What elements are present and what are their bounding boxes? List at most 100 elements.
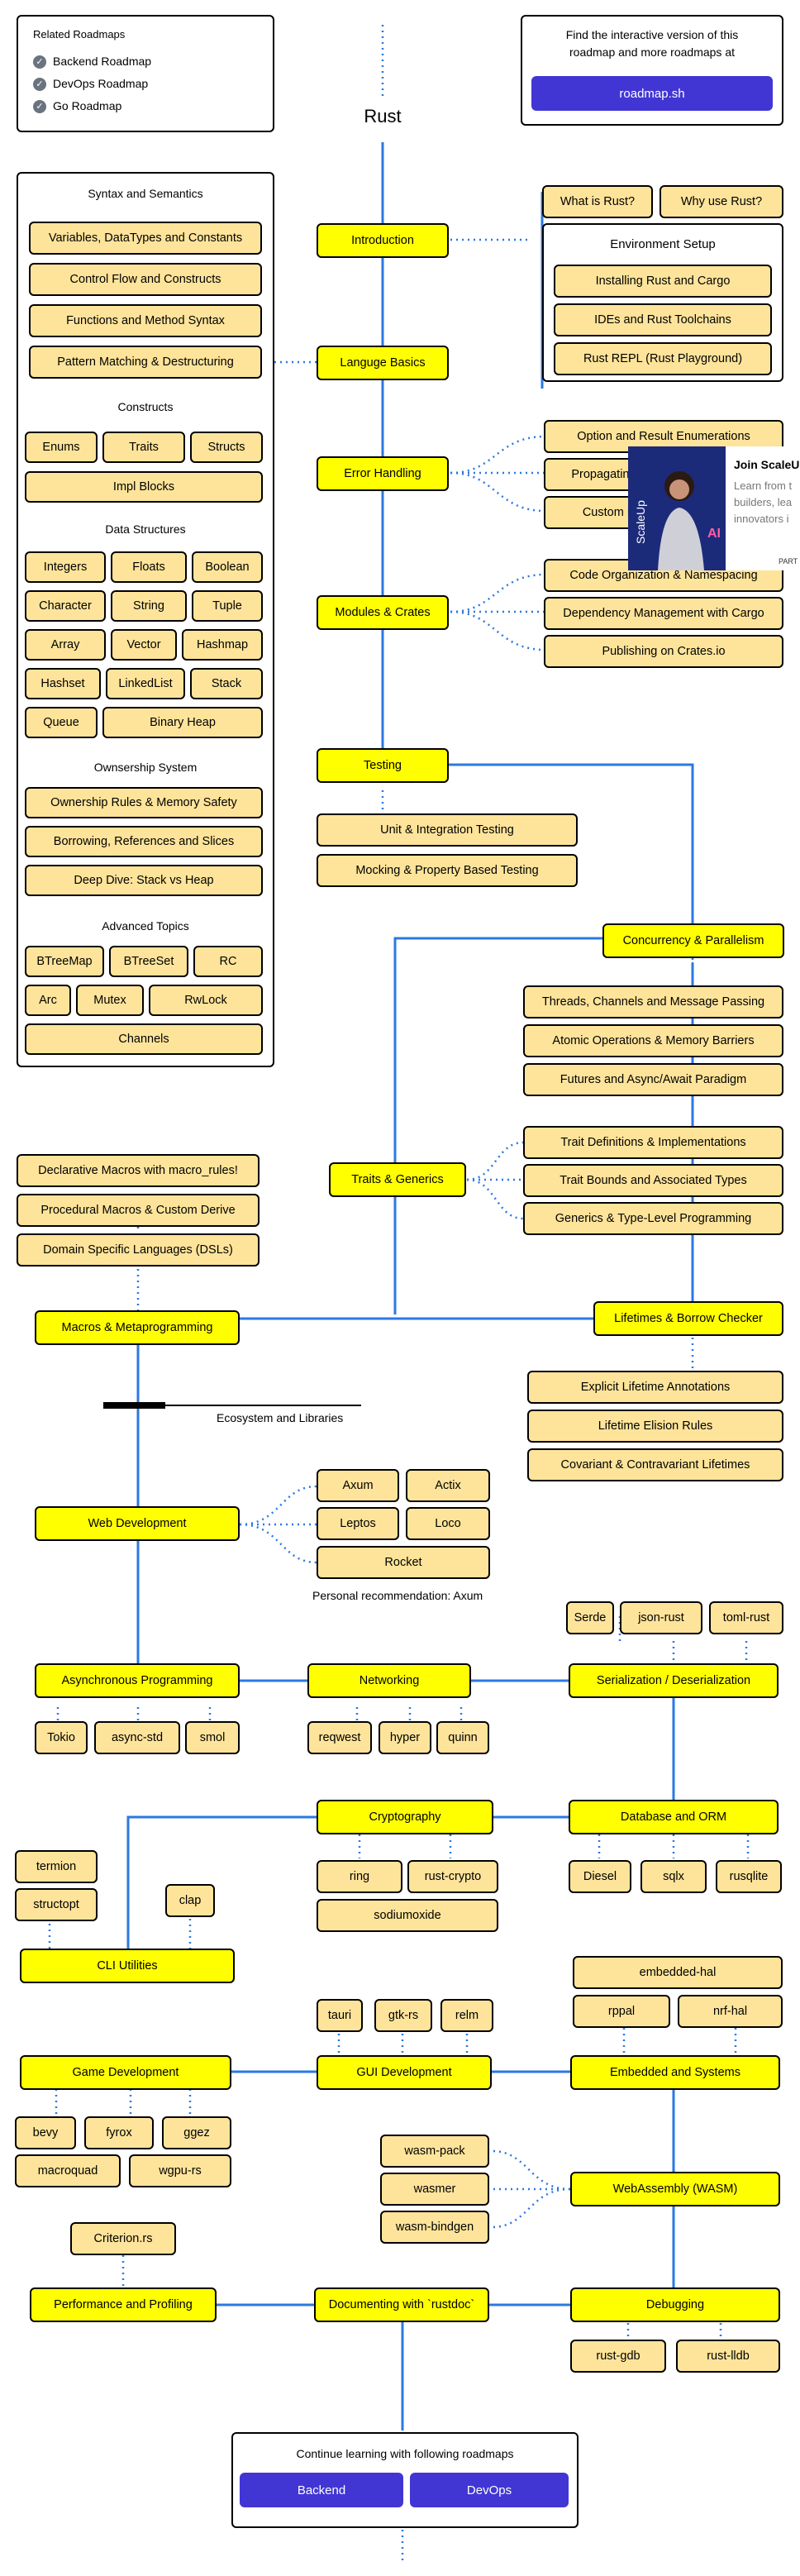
node-trait-bounds[interactable]: Trait Bounds and Associated Types — [523, 1164, 783, 1197]
node-unit-testing[interactable]: Unit & Integration Testing — [317, 813, 578, 847]
node-toml-rust[interactable]: toml-rust — [709, 1601, 783, 1634]
node-wasm-bindgen[interactable]: wasm-bindgen — [380, 2211, 489, 2244]
node-enums[interactable]: Enums — [25, 432, 98, 463]
node-fyrox[interactable]: fyrox — [84, 2116, 154, 2149]
node-rc[interactable]: RC — [193, 946, 263, 977]
node-actix[interactable]: Actix — [406, 1469, 490, 1502]
node-embedded-hal[interactable]: embedded-hal — [573, 1956, 783, 1989]
node-why-use-rust[interactable]: Why use Rust? — [660, 185, 783, 218]
related-roadmap-go[interactable]: ✓Go Roadmap — [33, 99, 121, 114]
node-macroquad[interactable]: macroquad — [15, 2154, 121, 2187]
node-gui-development[interactable]: GUI Development — [317, 2055, 492, 2090]
node-leptos[interactable]: Leptos — [317, 1507, 399, 1540]
node-structs[interactable]: Structs — [190, 432, 263, 463]
node-quinn[interactable]: quinn — [436, 1721, 489, 1754]
node-bevy[interactable]: bevy — [15, 2116, 76, 2149]
node-arc[interactable]: Arc — [25, 985, 71, 1016]
node-rust-crypto[interactable]: rust-crypto — [407, 1860, 498, 1893]
node-binary-heap[interactable]: Binary Heap — [102, 707, 263, 738]
node-tokio[interactable]: Tokio — [35, 1721, 88, 1754]
node-debugging[interactable]: Debugging — [570, 2287, 780, 2322]
node-hyper[interactable]: hyper — [379, 1721, 431, 1754]
node-serialization[interactable]: Serialization / Deserialization — [569, 1663, 779, 1698]
node-threads-channels[interactable]: Threads, Channels and Message Passing — [523, 985, 783, 1018]
node-gtk-rs[interactable]: gtk-rs — [374, 1999, 432, 2032]
node-embedded-systems[interactable]: Embedded and Systems — [570, 2055, 780, 2090]
node-hashmap[interactable]: Hashmap — [182, 629, 263, 661]
node-web-development[interactable]: Web Development — [35, 1506, 240, 1541]
node-control-flow[interactable]: Control Flow and Constructs — [29, 263, 262, 296]
node-installing-rust[interactable]: Installing Rust and Cargo — [554, 265, 772, 298]
node-smol[interactable]: smol — [185, 1721, 240, 1754]
node-macros[interactable]: Macros & Metaprogramming — [35, 1310, 240, 1345]
node-error-handling[interactable]: Error Handling — [317, 456, 449, 491]
node-string[interactable]: String — [111, 590, 187, 622]
node-structopt[interactable]: structopt — [15, 1888, 98, 1921]
node-json-rust[interactable]: json-rust — [620, 1601, 702, 1634]
node-rusqlite[interactable]: rusqlite — [716, 1860, 782, 1893]
node-nrf-hal[interactable]: nrf-hal — [678, 1995, 783, 2028]
node-ownership-rules[interactable]: Ownership Rules & Memory Safety — [25, 787, 263, 818]
node-impl-blocks[interactable]: Impl Blocks — [25, 471, 263, 503]
node-sqlx[interactable]: sqlx — [640, 1860, 707, 1893]
node-mocking[interactable]: Mocking & Property Based Testing — [317, 854, 578, 887]
node-linkedlist[interactable]: LinkedList — [106, 668, 185, 699]
node-rust-repl[interactable]: Rust REPL (Rust Playground) — [554, 342, 772, 375]
node-stack-vs-heap[interactable]: Deep Dive: Stack vs Heap — [25, 865, 263, 896]
node-relm[interactable]: relm — [440, 1999, 493, 2032]
node-rppal[interactable]: rppal — [573, 1995, 670, 2028]
node-lifetimes[interactable]: Lifetimes & Borrow Checker — [593, 1301, 783, 1336]
node-functions[interactable]: Functions and Method Syntax — [29, 304, 262, 337]
node-lifetime-elision[interactable]: Lifetime Elision Rules — [527, 1410, 783, 1443]
related-roadmap-devops[interactable]: ✓DevOps Roadmap — [33, 77, 148, 92]
node-clap[interactable]: clap — [165, 1884, 215, 1917]
node-wasm-pack[interactable]: wasm-pack — [380, 2135, 489, 2168]
node-introduction[interactable]: Introduction — [317, 223, 449, 258]
node-criterion[interactable]: Criterion.rs — [70, 2222, 176, 2255]
node-diesel[interactable]: Diesel — [569, 1860, 631, 1893]
node-procedural-macros[interactable]: Procedural Macros & Custom Derive — [17, 1194, 260, 1227]
node-traits[interactable]: Traits — [102, 432, 185, 463]
node-mutex[interactable]: Mutex — [76, 985, 144, 1016]
node-rust-lldb[interactable]: rust-lldb — [676, 2340, 780, 2373]
node-ides[interactable]: IDEs and Rust Toolchains — [554, 303, 772, 336]
node-generics[interactable]: Generics & Type-Level Programming — [523, 1202, 783, 1235]
node-trait-definitions[interactable]: Trait Definitions & Implementations — [523, 1126, 783, 1159]
node-wasmer[interactable]: wasmer — [380, 2173, 489, 2206]
node-dependency-management[interactable]: Dependency Management with Cargo — [544, 597, 783, 630]
node-async-programming[interactable]: Asynchronous Programming — [35, 1663, 240, 1698]
node-pattern-matching[interactable]: Pattern Matching & Destructuring — [29, 346, 262, 379]
node-wgpu-rs[interactable]: wgpu-rs — [129, 2154, 231, 2187]
node-async-std[interactable]: async-std — [94, 1721, 180, 1754]
node-rocket[interactable]: Rocket — [317, 1546, 490, 1579]
node-tuple[interactable]: Tuple — [192, 590, 263, 622]
node-btreeset[interactable]: BTreeSet — [109, 946, 188, 977]
node-performance-profiling[interactable]: Performance and Profiling — [30, 2287, 217, 2322]
node-documenting-rustdoc[interactable]: Documenting with `rustdoc` — [314, 2287, 489, 2322]
node-publishing-crates[interactable]: Publishing on Crates.io — [544, 635, 783, 668]
roadmap-sh-button[interactable]: roadmap.sh — [531, 76, 773, 111]
node-floats[interactable]: Floats — [111, 551, 187, 583]
node-dsls[interactable]: Domain Specific Languages (DSLs) — [17, 1233, 260, 1267]
node-serde[interactable]: Serde — [566, 1601, 614, 1634]
node-tauri[interactable]: tauri — [317, 1999, 363, 2032]
node-cryptography[interactable]: Cryptography — [317, 1800, 493, 1834]
node-ring[interactable]: ring — [317, 1860, 402, 1893]
node-integers[interactable]: Integers — [25, 551, 106, 583]
node-boolean[interactable]: Boolean — [192, 551, 263, 583]
node-language-basics[interactable]: Languge Basics — [317, 346, 449, 380]
node-rust-gdb[interactable]: rust-gdb — [570, 2340, 666, 2373]
node-webassembly[interactable]: WebAssembly (WASM) — [570, 2172, 780, 2206]
node-stack[interactable]: Stack — [190, 668, 263, 699]
node-what-is-rust[interactable]: What is Rust? — [542, 185, 653, 218]
node-axum[interactable]: Axum — [317, 1469, 399, 1502]
node-concurrency[interactable]: Concurrency & Parallelism — [602, 923, 784, 958]
related-roadmap-backend[interactable]: ✓Backend Roadmap — [33, 55, 151, 69]
node-networking[interactable]: Networking — [307, 1663, 471, 1698]
continue-backend-button[interactable]: Backend — [240, 2473, 403, 2507]
node-hashset[interactable]: Hashset — [25, 668, 101, 699]
node-cli-utilities[interactable]: CLI Utilities — [20, 1949, 235, 1983]
node-array[interactable]: Array — [25, 629, 106, 661]
node-loco[interactable]: Loco — [406, 1507, 490, 1540]
node-atomic-operations[interactable]: Atomic Operations & Memory Barriers — [523, 1024, 783, 1057]
